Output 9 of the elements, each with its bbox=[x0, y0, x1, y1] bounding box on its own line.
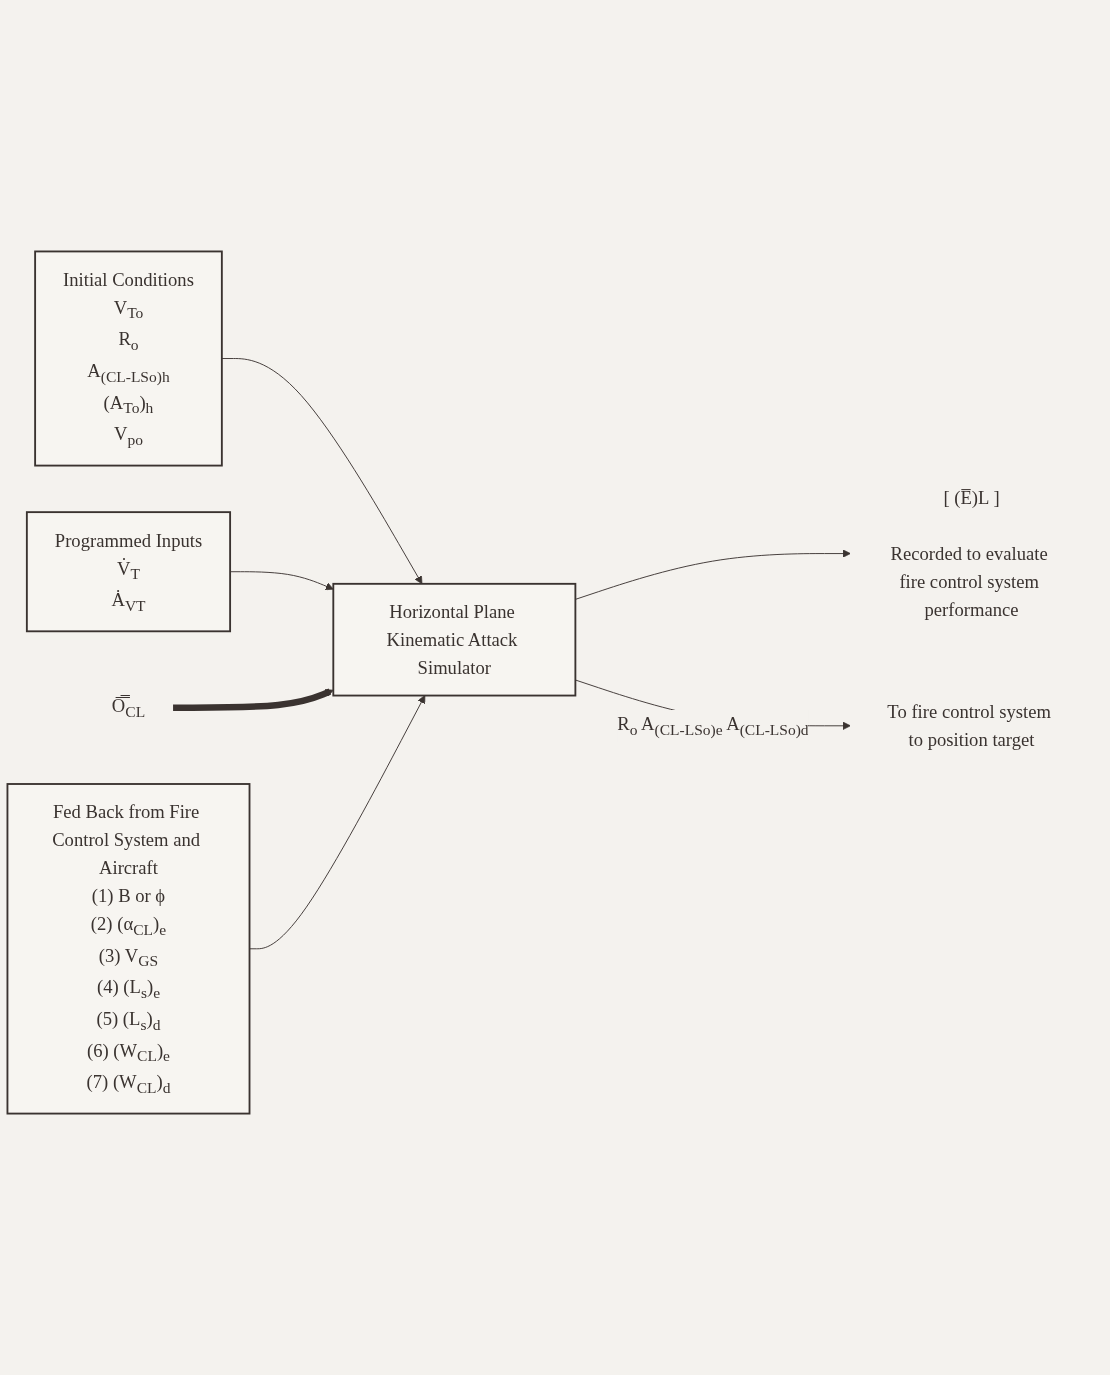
node-text: Ō̿$_{CL}$ bbox=[111, 695, 146, 721]
node-box: Initial Conditions V$_{To}$ R$_{o}$ A$_{(CL-LSo)h}$ (A$_{To}$)$_{h}$ V$_{po}$ bbox=[34, 250, 223, 467]
node-label: Recorded to evaluate fire control system performance bbox=[890, 543, 1048, 620]
node-box: Horizontal Plane Kinematic Attack Simulator bbox=[332, 582, 577, 697]
edge-label: R$_{o}$ A$_{(CL-LSo)e}$ A$_{(CL-LSo)d}$ bbox=[617, 713, 809, 739]
node-text: To fire control system to position target bbox=[887, 701, 1052, 750]
node-text: [ (E̅)L ] bbox=[943, 487, 1000, 508]
node-box: Fed Back from Fire Control System and Aircraft (1) B or ϕ (2) (α$_{CL}$)$_{e}$ (3) V$_{GS}$ (4) (L$_{s}$)$_{e}$ (5) (L$_{s}$)$_{d}$ (6) (W$_{CL}$)$_{e}$ (7) (W$_{CL}$)$_{d}$ bbox=[6, 783, 251, 1115]
node-box: Programmed Inputs V̇$_{T}$ Ȧ$_{VT}$ bbox=[25, 511, 232, 633]
